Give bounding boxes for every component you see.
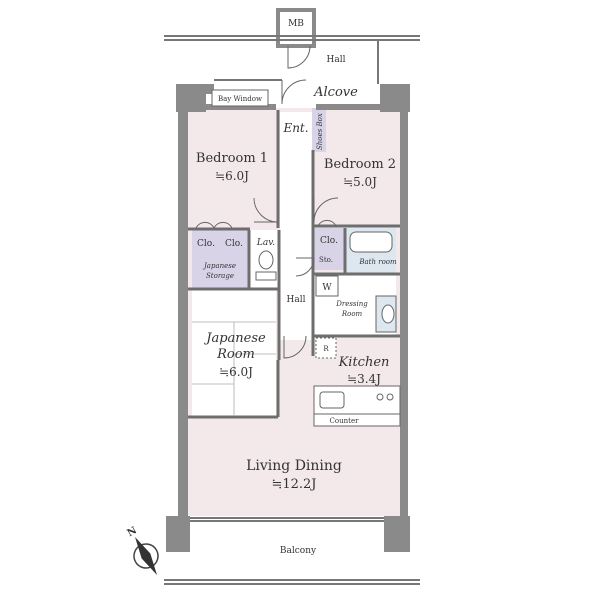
bay-window-label: Bay Window (218, 95, 262, 103)
mb-label: MB (288, 19, 304, 29)
wash-basin (375, 295, 397, 333)
bathtub (349, 231, 393, 253)
closet-bedroom2 (314, 228, 344, 250)
compass-needle-icon (135, 536, 157, 576)
shoes-box-label: Shoes Box (316, 113, 324, 150)
closet-label-a: Clo. (197, 239, 215, 249)
closet-label-c: Clo. (320, 236, 338, 246)
japanese-room-line1: Japanese (203, 331, 266, 346)
kitchen-size: ≒3.4J (347, 372, 381, 386)
bathtub-body (349, 231, 393, 253)
washer-label: W (322, 283, 332, 293)
toilet-tank (255, 271, 277, 281)
kitchen-counter (313, 385, 401, 427)
hall-mid-label: Hall (287, 295, 306, 305)
living-dining-name: Living Dining (246, 458, 342, 474)
bathroom-label: Bath room (358, 258, 397, 266)
door-swing (295, 257, 315, 277)
japanese-room-size: ≒6.0J (219, 365, 253, 379)
stove-burner (376, 393, 384, 401)
door-swing (213, 221, 233, 229)
toilet (255, 250, 277, 281)
bedroom1-size: ≒6.0J (215, 169, 249, 183)
walls (166, 8, 410, 552)
storage-small (314, 250, 344, 270)
dressing-room-line2: Room (341, 310, 363, 318)
pillar-top-right (380, 84, 410, 112)
bedroom2-name: Bedroom 2 (324, 157, 396, 172)
wall-right (400, 100, 408, 518)
bay-window-frame (211, 89, 269, 107)
sink (319, 391, 345, 409)
wall-top-bedroom1 (206, 104, 276, 110)
door-swing (253, 197, 279, 223)
refrigerator-box (315, 337, 337, 359)
kitchen-name: Kitchen (338, 355, 390, 370)
sto-label: Sto. (319, 256, 333, 264)
door-swing (313, 197, 339, 223)
door-swing (283, 335, 307, 359)
basin-bowl (381, 304, 395, 324)
door-swing (317, 219, 337, 227)
interior-walls (188, 110, 400, 419)
living-dining-size: ≒12.2J (271, 477, 316, 492)
refrigerator-label: R (323, 345, 329, 353)
entrance-floor (280, 112, 316, 152)
pillar-bottom-right (384, 516, 410, 552)
counter-strip (313, 413, 401, 427)
hall-corridor (280, 152, 312, 340)
pillar-bottom-left (166, 516, 190, 552)
door-swing (281, 79, 307, 105)
alcove-floor (282, 80, 378, 106)
shoes-box (312, 108, 326, 152)
stove-burner (386, 393, 394, 401)
bedroom1-name: Bedroom 1 (196, 151, 268, 166)
door-swing (195, 221, 215, 229)
hall-top-label: Hall (327, 55, 346, 65)
japanese-room-line2: Room (216, 347, 255, 362)
balcony (164, 517, 420, 585)
washer-box (315, 275, 339, 297)
door-swing (287, 45, 311, 69)
compass-north-label: N (126, 525, 139, 539)
japanese-storage-line2: Storage (206, 272, 234, 280)
dressing-room-line1: Dressing (335, 300, 368, 308)
closet-block (192, 230, 248, 288)
bedroom2-size: ≒5.0J (343, 175, 377, 189)
tatami-lines (192, 321, 276, 416)
wall-left (178, 86, 188, 518)
japanese-storage-line1: Japanese (202, 262, 236, 270)
doors (195, 45, 339, 359)
toilet-bowl (258, 250, 274, 270)
closet-label-b: Clo. (225, 239, 243, 249)
lav-label: Lav. (256, 238, 275, 248)
entrance-label: Ent. (282, 121, 308, 135)
counter-label: Counter (330, 417, 360, 425)
wall-top-bedroom2 (316, 104, 382, 110)
alcove-label: Alcove (313, 85, 358, 100)
balcony-label: Balcony (280, 546, 317, 556)
pillar-top-left (176, 84, 206, 112)
bay-window (211, 89, 269, 107)
compass: N (126, 525, 159, 576)
outdoor-hall (164, 35, 420, 84)
